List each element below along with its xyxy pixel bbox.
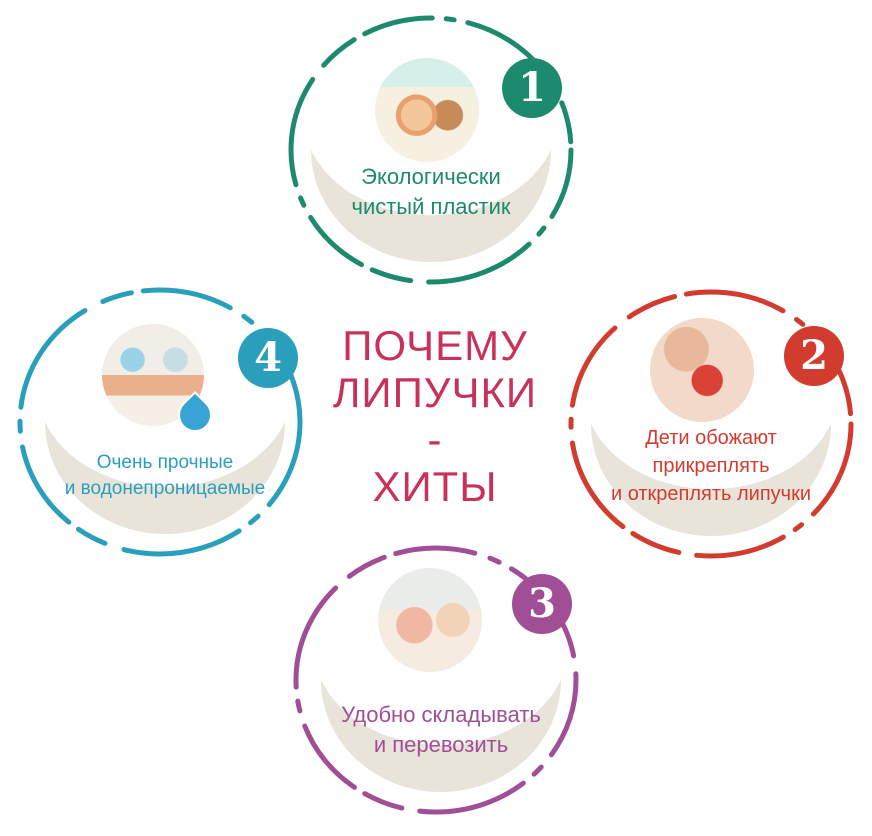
title-line: ПОЧЕМУ — [342, 322, 528, 369]
caption-line: Дети обожают — [645, 427, 777, 449]
feature-caption: Дети обожают прикреплять и откреплять ли… — [586, 424, 836, 508]
feature-caption: Очень прочные и водонепроницаемые — [40, 450, 290, 502]
number-badge: 4 — [238, 328, 298, 388]
feature-caption: Удобно складывать и перевозить — [311, 700, 571, 760]
dashed-circle — [288, 15, 574, 285]
page-title: ПОЧЕМУ ЛИПУЧКИ - ХИТЫ — [330, 322, 540, 510]
title-line: - — [427, 416, 443, 463]
dashed-circle — [17, 287, 303, 557]
title-line: ХИТЫ — [372, 463, 498, 510]
title-line: ЛИПУЧКИ — [332, 369, 538, 416]
feature-card-2: 2 Дети обожают прикреплять и откреплять … — [556, 284, 866, 574]
caption-line: Удобно складывать — [341, 702, 541, 727]
caption-line: прикреплять — [652, 455, 770, 477]
number-badge: 1 — [502, 58, 562, 118]
feature-caption: Экологически чистый пластик — [306, 162, 556, 222]
feature-card-4: 4 Очень прочные и водонепроницаемые — [10, 282, 320, 572]
caption-line: Экологически — [361, 164, 501, 189]
caption-line: и откреплять липучки — [610, 483, 812, 505]
hand-photo — [646, 314, 758, 426]
caption-line: чистый пластик — [351, 194, 511, 219]
dashed-circle — [568, 289, 854, 559]
caption-line: и водонепроницаемые — [64, 478, 266, 499]
feature-card-1: 1 Экологически чистый пластик — [276, 10, 586, 300]
feature-card-3: 3 Удобно складывать и перевозить — [286, 540, 596, 830]
product-photo — [371, 54, 483, 166]
number-badge: 3 — [512, 574, 572, 634]
number-badge: 2 — [784, 326, 844, 386]
caption-line: Очень прочные — [96, 452, 234, 473]
dashed-circle — [293, 545, 579, 815]
faces-photo — [374, 564, 486, 676]
caption-line: и перевозить — [373, 732, 509, 757]
